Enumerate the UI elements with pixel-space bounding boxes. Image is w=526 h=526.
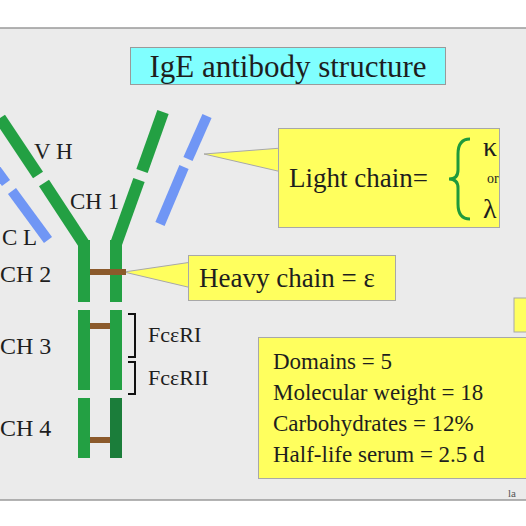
disulfide-bond [90,269,126,443]
info-box: Domains = 5 Molecular weight = 18 Carbohyd… [258,337,526,479]
callout-text: λ [483,195,497,223]
receptor-label: FcεRII [148,367,209,389]
callout-box: Heavy chain = ε [188,255,396,301]
domain-label: C L [2,226,37,249]
receptor-label: FcεRI [148,324,201,346]
domain-label: CH 1 [70,190,119,213]
watermark: la [508,488,516,499]
callout-text: Carbohydrates = 12% [273,412,474,435]
callout-text: Light chain= [289,165,428,192]
bracket [128,362,135,394]
callout-text: Half-life serum = 2.5 d [273,443,485,466]
domain-label: CH 4 [0,416,51,440]
bracket [128,314,135,357]
callout-text: κ [483,133,497,161]
partial-callout [514,298,526,332]
light-chain [0,116,207,240]
heavy-chain [0,112,163,244]
callout-text: or [487,172,499,186]
domain-label: V H [34,140,73,163]
title-box: IgE antibody structure [130,47,446,85]
callout-pointer [124,262,192,288]
callout-pointer [204,148,282,172]
domain-label: CH 3 [0,334,51,358]
callout-text: Domains = 5 [273,350,392,373]
domain-label: CH 2 [0,262,51,286]
callout-text: Molecular weight = 18 [273,381,483,404]
title-text: IgE antibody structure [149,51,426,82]
callout-box: Light chain= κ or λ [278,128,500,228]
callout-text: Heavy chain = ε [199,265,375,292]
